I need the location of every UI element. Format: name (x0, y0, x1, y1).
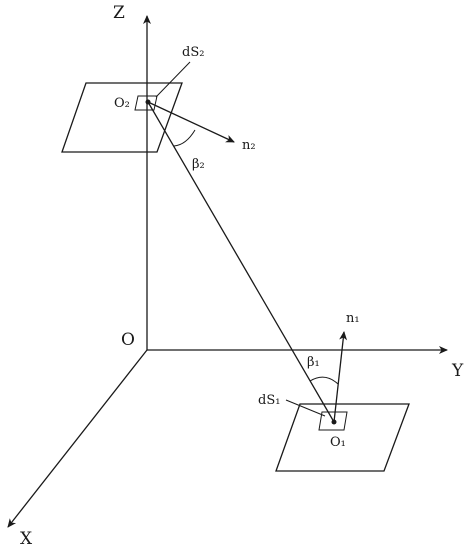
x-axis-label: X (20, 529, 33, 549)
surface-element-ds2 (134, 95, 158, 111)
angle-arc-beta1 (309, 376, 339, 385)
n2-label: n₂ (242, 138, 256, 153)
z-axis-label: Z (113, 3, 125, 23)
o1-label: O₁ (330, 435, 346, 450)
leader-line-ds2 (155, 61, 191, 98)
beta2-label: β₂ (192, 157, 205, 172)
angle-arc-beta2 (173, 129, 196, 147)
ds2-label: dS₂ (182, 45, 204, 60)
n1-label: n₁ (346, 311, 360, 326)
origin-label: O (121, 330, 135, 350)
ds1-label: dS₁ (258, 393, 280, 408)
o2-label: O₂ (114, 96, 130, 111)
surface-2-plane (61, 82, 183, 153)
beta1-label: β₁ (307, 355, 320, 370)
surface-element-ds1 (318, 411, 348, 431)
connecting-line-o2-o1 (147, 101, 335, 423)
leader-line-ds1 (285, 399, 326, 417)
surface-1-plane (275, 403, 410, 472)
normal-vector-n2 (147, 101, 235, 143)
y-axis-label: Y (451, 361, 464, 381)
normal-vector-n1 (333, 331, 348, 423)
x-axis (7, 349, 148, 528)
